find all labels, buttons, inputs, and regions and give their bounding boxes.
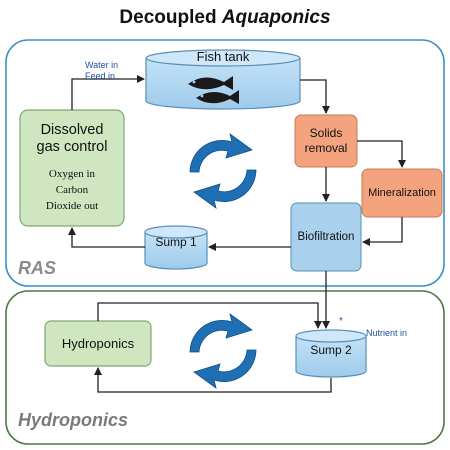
diagram-title: Decoupled Aquaponics [0,7,450,29]
hydroponics-label: Hydroponics [18,410,129,430]
sump1-node [144,225,208,270]
biofiltration-label: Biofiltration [297,231,355,243]
sump2-node [295,329,367,378]
sump1-label: Sump 1 [155,235,197,249]
arrow-solids-to-mineral [357,140,406,168]
arrow-gas-to-tank [71,75,145,110]
arrow-sump1-to-gas [68,227,145,248]
arrow-tank-to-solids [300,79,330,114]
ras-panel [5,39,445,287]
arrow-mineral-to-bio [362,217,403,246]
arrow-hydro-to-sump2 [97,302,322,329]
mineralization-label: Mineralization [368,187,436,199]
fish-tank-node [145,49,301,110]
asterisk-mark: * [339,316,343,327]
ras-label: RAS [18,258,57,278]
connectors [68,75,406,393]
nutrient-in-label: Nutrient in [366,328,408,338]
solids-removal-label: Solids removal [304,126,348,155]
arrow-sump2-to-hydro [94,367,332,393]
feed-in-label: Feed in [85,71,116,81]
dissolved-gas-subtitle: Oxygen in Carbon Dioxide out [45,168,99,212]
dissolved-gas-title: Dissolved gas control [36,122,108,156]
water-in-label: Water in [85,60,119,70]
title-italic: Aquaponics [221,7,331,28]
cycle-arrows-icon [189,313,257,389]
sump2-label: Sump 2 [310,343,352,357]
cycle-arrows-icon [189,133,257,209]
fish-tank-label: Fish tank [196,49,250,64]
fish-icon [188,76,239,104]
hydroponics-panel [5,290,445,445]
hydroponics-box-label: Hydroponics [61,336,135,351]
title-main: Decoupled [119,7,217,28]
